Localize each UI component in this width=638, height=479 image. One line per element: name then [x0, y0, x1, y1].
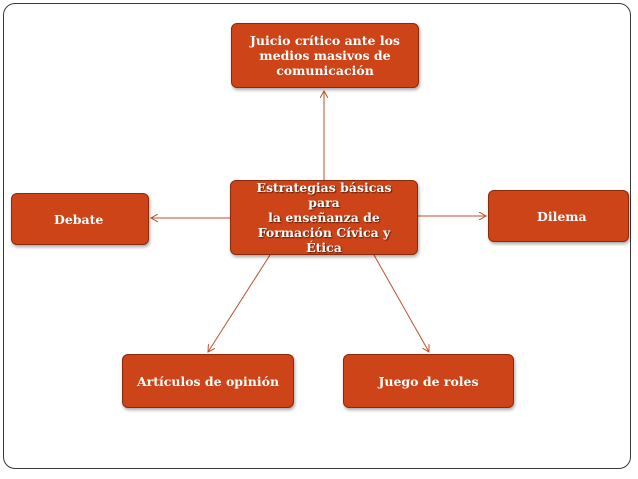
node-central-strategies: Estrategias básicas para la enseñanza de… [230, 180, 418, 255]
node-juego-roles: Juego de roles [343, 354, 514, 408]
node-debate: Debate [11, 193, 149, 245]
node-juego-roles-label: Juego de roles [378, 373, 479, 389]
node-central-label: Estrategias básicas para la enseñanza de… [256, 180, 392, 255]
node-dilema: Dilema [488, 190, 629, 242]
node-debate-label: Debate [54, 211, 104, 227]
node-juicio-critico-label: Juicio crítico ante los medios masivos d… [250, 33, 400, 78]
node-articulos-label: Artículos de opinión [136, 373, 280, 389]
node-articulos-opinion: Artículos de opinión [122, 354, 294, 408]
connector-to-bottom-left [208, 254, 271, 352]
node-juicio-critico: Juicio crítico ante los medios masivos d… [231, 23, 419, 88]
connector-to-bottom-right [373, 254, 429, 352]
node-dilema-label: Dilema [537, 208, 587, 224]
